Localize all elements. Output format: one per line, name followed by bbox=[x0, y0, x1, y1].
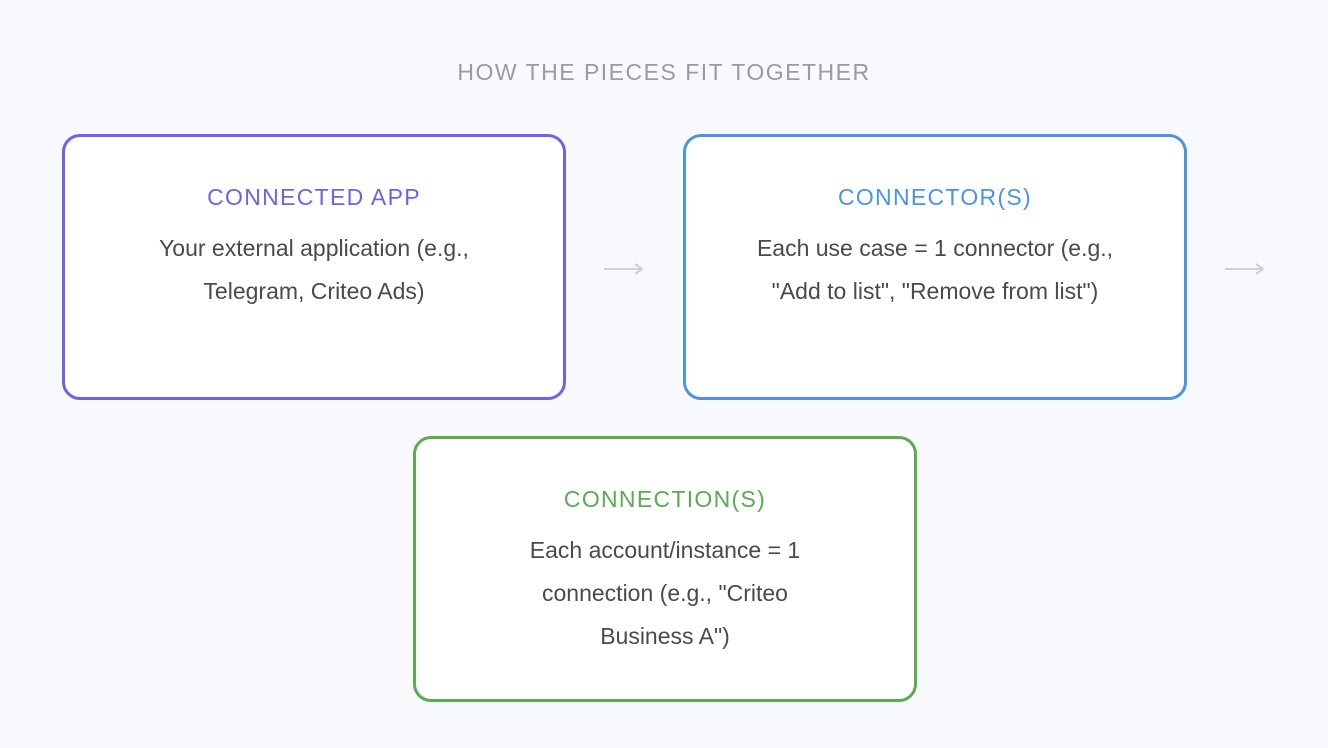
connection-heading: CONNECTION(S) bbox=[563, 486, 767, 512]
connected-app-card: CONNECTED APP Your external application … bbox=[62, 134, 566, 400]
connector-heading: CONNECTOR(S) bbox=[837, 184, 1033, 210]
diagram-title: HOW THE PIECES FIT TOGETHER bbox=[457, 59, 871, 85]
right-arrow-icon bbox=[1225, 263, 1265, 275]
right-arrow-icon bbox=[604, 263, 644, 275]
connection-description: Each account/instance = 1 connection (e.… bbox=[529, 537, 801, 649]
connected-app-heading: CONNECTED APP bbox=[207, 184, 421, 210]
connector-description: Each use case = 1 connector (e.g., "Add … bbox=[756, 235, 1114, 304]
connection-card: CONNECTION(S) Each account/instance = 1 … bbox=[413, 436, 917, 702]
connected-app-description: Your external application (e.g., Telegra… bbox=[159, 235, 469, 304]
connector-card: CONNECTOR(S) Each use case = 1 connector… bbox=[683, 134, 1187, 400]
